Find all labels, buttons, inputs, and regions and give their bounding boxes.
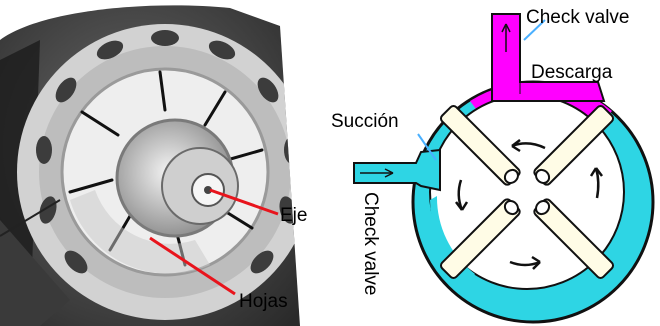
vanes-label: Hojas	[239, 292, 288, 311]
check-valve-side-label: Check valve	[361, 192, 380, 296]
check-valve-top-label: Check valve	[526, 8, 630, 27]
shaft-label: Eje	[280, 206, 307, 225]
discharge-label: Descarga	[531, 63, 612, 82]
suction-label: Succión	[331, 112, 399, 131]
